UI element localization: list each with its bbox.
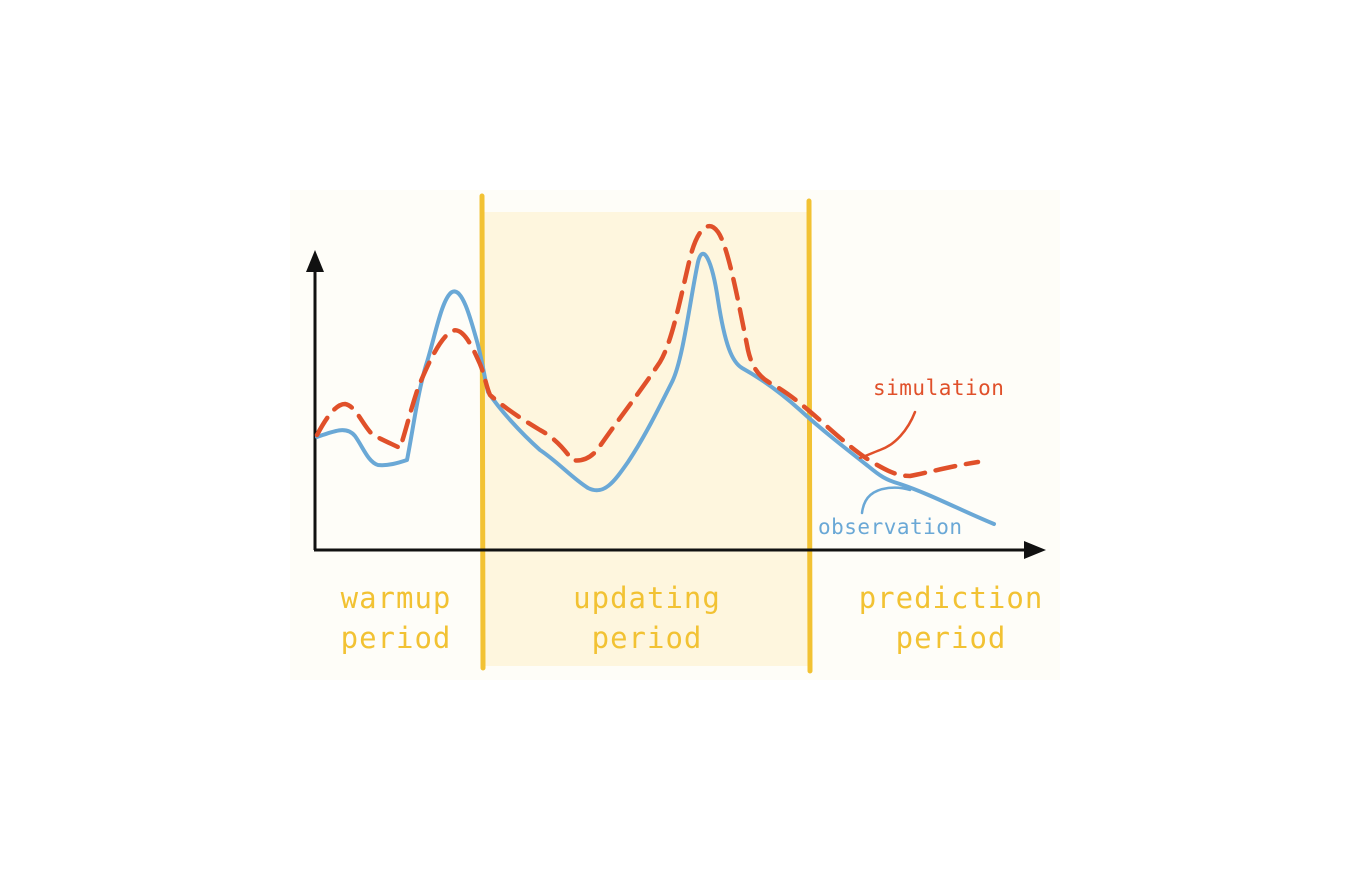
prediction-period-line1: prediction (858, 581, 1044, 615)
warmup-updating-boundary (479, 193, 486, 671)
simulation-label: simulation (873, 376, 1005, 400)
x-axis-arrowhead (1024, 541, 1046, 559)
updating-period-band (483, 212, 809, 666)
updating-prediction-boundary (806, 198, 813, 674)
y-axis-arrowhead (306, 250, 324, 272)
warmup-period-label: warmup period (312, 578, 480, 658)
updating-period-line2: period (591, 621, 703, 655)
updating-period-line1: updating (573, 581, 721, 615)
updating-period-label: updating period (540, 578, 754, 658)
observation-leader-line (860, 486, 912, 515)
warmup-period-line2: period (340, 621, 452, 655)
observation-curve (315, 251, 996, 526)
simulation-curve (314, 223, 981, 479)
prediction-period-label: prediction period (848, 578, 1054, 658)
prediction-period-line2: period (895, 621, 1007, 655)
simulation-leader-line (858, 410, 917, 460)
observation-label: observation (818, 515, 963, 539)
warmup-period-line1: warmup (340, 581, 452, 615)
